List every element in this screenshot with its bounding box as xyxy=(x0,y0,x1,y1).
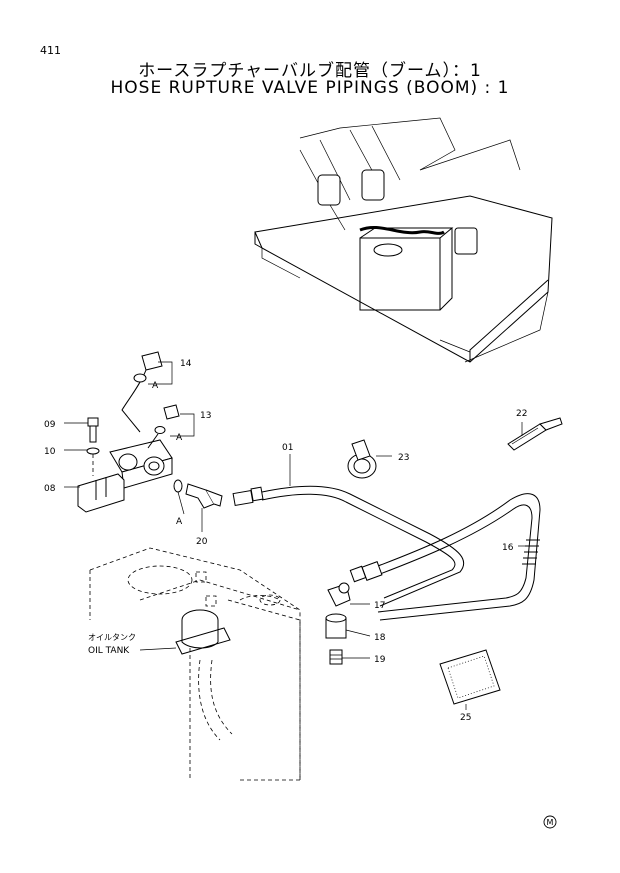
callout-17: 17 xyxy=(374,601,385,611)
callout-16: 16 xyxy=(502,543,514,553)
callout-19: 19 xyxy=(374,655,386,665)
callout-18: 18 xyxy=(374,633,386,643)
leader-18 xyxy=(345,629,371,637)
title-english: HOSE RUPTURE VALVE PIPINGS (BOOM) : 1 xyxy=(110,78,510,98)
callout-23: 23 xyxy=(398,453,409,463)
callout-01: 01 xyxy=(282,443,293,453)
oil-tank-label-jp: オイルタンク xyxy=(88,633,136,642)
machine-overview-inset xyxy=(254,117,553,363)
cable-tie-22 xyxy=(507,417,563,451)
callout-13: 13 xyxy=(200,411,211,421)
callout-20: 20 xyxy=(196,537,208,547)
fitting-14 xyxy=(121,351,163,433)
svg-text:M: M xyxy=(547,818,554,827)
leader-13 xyxy=(170,413,195,437)
bolt xyxy=(87,417,99,443)
oil-tank-label-en: OIL TANK xyxy=(88,646,130,656)
oil-tank xyxy=(89,547,301,781)
callout-09: 09 xyxy=(44,420,56,430)
callout-10: 10 xyxy=(44,447,56,457)
leader-14 xyxy=(148,361,173,385)
bracket xyxy=(77,473,125,513)
clamp-23 xyxy=(347,439,377,479)
callout-25: 25 xyxy=(460,713,471,723)
washer xyxy=(86,447,100,455)
plate-25 xyxy=(439,649,501,705)
circled-m-mark: M xyxy=(543,815,557,829)
fitting-13 xyxy=(147,404,180,449)
callout-08: 08 xyxy=(44,484,56,494)
ref-a-20: A xyxy=(176,517,183,527)
hose-01 xyxy=(232,485,465,607)
hose-16 xyxy=(349,493,541,621)
plug-19 xyxy=(329,649,343,665)
title-japanese: ホースラプチャーバルブ配管（ブーム）：1 xyxy=(138,61,482,81)
leader-oil-tank xyxy=(139,647,177,651)
hose-rupture-valve xyxy=(109,439,173,489)
callout-22: 22 xyxy=(516,409,527,419)
callout-14: 14 xyxy=(180,359,192,369)
leader-lines xyxy=(64,361,530,710)
ref-a-14: A xyxy=(152,381,159,391)
ref-a-13: A xyxy=(176,433,183,443)
page-number: 411 xyxy=(40,44,61,57)
adapter-18 xyxy=(325,613,347,639)
leader-ref-a3 xyxy=(177,491,185,515)
elbow-17 xyxy=(327,582,351,607)
elbow-20 xyxy=(173,479,223,509)
